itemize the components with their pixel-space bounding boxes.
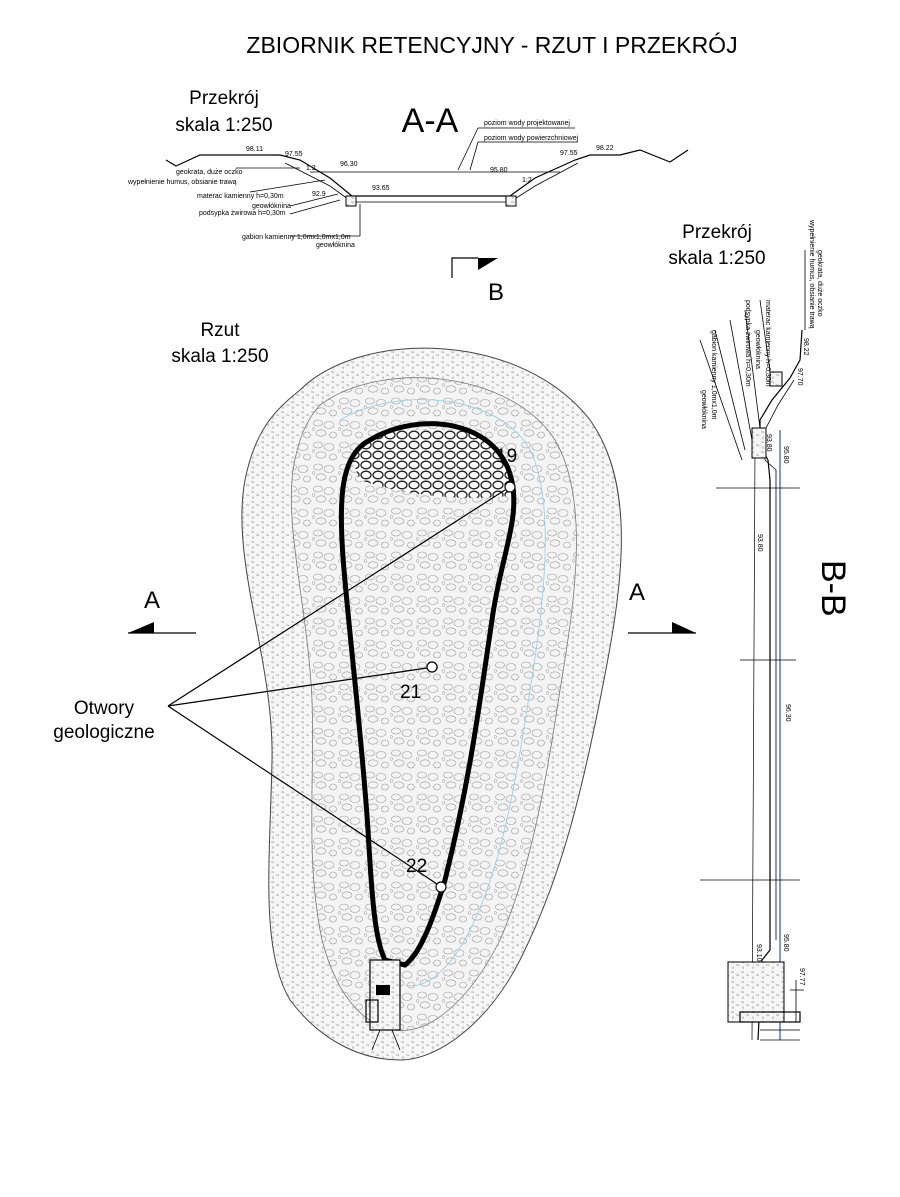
bb-elev-2: 97.70 [796,368,803,386]
bb-gabion-top [769,371,783,387]
aa-elev-8: 98.22 [596,145,614,152]
bb-cross-ticks [700,487,800,881]
aa-elev-4: 95.80 [490,167,508,174]
section-marker-a-right-label: A [629,579,645,606]
aa-elev-1: 98.11 [246,146,263,153]
section-bb-tag: B-B [814,560,852,617]
boreholes-label-line1: Otwory [74,698,135,719]
bb-elev-4: 95.80 [782,446,789,464]
boreholes: 19 21 22 [167,446,517,893]
aa-slope-right: 1:2 [522,177,532,184]
plan-heading-line1: Rzut [200,320,240,341]
section-aa-gabion-left [345,195,357,207]
section-bb-heading-line2: skala 1:250 [668,248,765,269]
borehole-19-label: 19 [496,446,517,467]
aa-label-humus: wypełnienie humus, obsianie trawą [127,179,237,186]
borehole-22-marker [435,881,447,893]
section-bb: Przekrój skala 1:250 B-B geokrata, duże … [668,219,852,1041]
bb-elev-6: 96.30 [784,704,791,722]
bb-label-podsypka: podsypka żwirowa h=0,30m [744,300,751,387]
bb-elev-1: 98.22 [802,338,809,356]
aa-label-water-surface: poziom wody powierzchniowej [484,135,579,142]
borehole-leader-lines [167,489,506,885]
bb-aux-line [751,449,756,1041]
bb-label-geo2: geowłóknina [700,390,707,429]
section-aa-leaders [236,127,578,237]
aa-elev-2: 97.55 [285,151,303,158]
section-aa: Przekrój skala 1:250 A-A poziom wody pro… [127,88,689,249]
reservoir-plan [241,347,622,1061]
section-aa-heading-line1: Przekrój [189,88,259,109]
bb-elev-8: 93.10 [755,944,762,962]
bb-gabion-upper [751,427,767,459]
plan-inner-basin [341,423,514,966]
section-aa-heading-line2: skala 1:250 [175,115,272,136]
bb-label-materac: materac kamienny h=0,30m [764,300,771,387]
boreholes-label-line2: geologiczne [53,722,154,743]
bb-outlet-pipe [739,1011,801,1023]
bb-elev-7: 95.80 [782,934,789,952]
bb-elev-5: 93.80 [756,534,763,552]
aa-label-gabion: gabion kamienny 1,0mx1,0mx1,0m [242,234,351,241]
aa-label-geo2: geowłóknina [316,242,355,249]
bb-label-geokrata: geokrata, duże oczko [816,250,823,317]
bb-label-humus: wypełnienie humus, obsianie trawą [808,219,815,329]
borehole-22-label: 22 [406,856,427,877]
borehole-21-label: 21 [400,682,421,703]
section-bb-heading-line1: Przekrój [682,222,752,243]
section-marker-a-left: A [128,587,196,634]
section-aa-profile [165,149,689,197]
borehole-19-marker [504,481,516,493]
borehole-21-marker [426,661,438,673]
section-marker-a-right: A [628,579,696,634]
aa-label-materac: materac kamienny h=0,30m [197,193,284,200]
aa-label-geokrata: geokrata, duże oczko [176,169,243,176]
aa-elev-5: 92.9 [312,191,326,198]
plan-blue-contour [339,399,546,987]
aa-label-podsypka: podsypka żwirowa h=0,30m [199,210,286,217]
aa-label-geo1: geowłóknina [252,203,291,210]
aa-slope-left: 1:2 [306,165,316,172]
bb-outlet-box [727,961,785,1023]
section-aa-lining [284,162,579,203]
bb-label-gabion: gabion kamienny 1,0mx1,0m [710,330,717,420]
section-marker-b-label: B [488,279,504,306]
aa-elev-7: 97.55 [560,150,578,157]
plan-heading-line2: skala 1:250 [171,346,268,367]
plan-outlet-structure [365,959,401,1051]
aa-elev-3: 96.30 [340,161,358,168]
section-marker-b: B [451,257,504,306]
section-aa-tag: A-A [402,102,459,140]
aa-label-water-design: poziom wody projektowanej [484,120,570,127]
aa-elev-6: 93.65 [372,185,390,192]
plan-geomesh-area [341,430,514,498]
bb-leaders [699,250,806,461]
page-title: ZBIORNIK RETENCYJNY - RZUT I PRZEKRÓJ [246,32,737,58]
bb-elev-9: 97.77 [798,968,805,986]
bb-elev-3: 93.80 [765,434,772,452]
bb-label-geo1: geowłóknina [754,330,761,369]
bb-outlet-lines [760,980,804,1041]
section-marker-a-left-label: A [144,587,160,614]
section-aa-gabion-right [505,195,517,207]
